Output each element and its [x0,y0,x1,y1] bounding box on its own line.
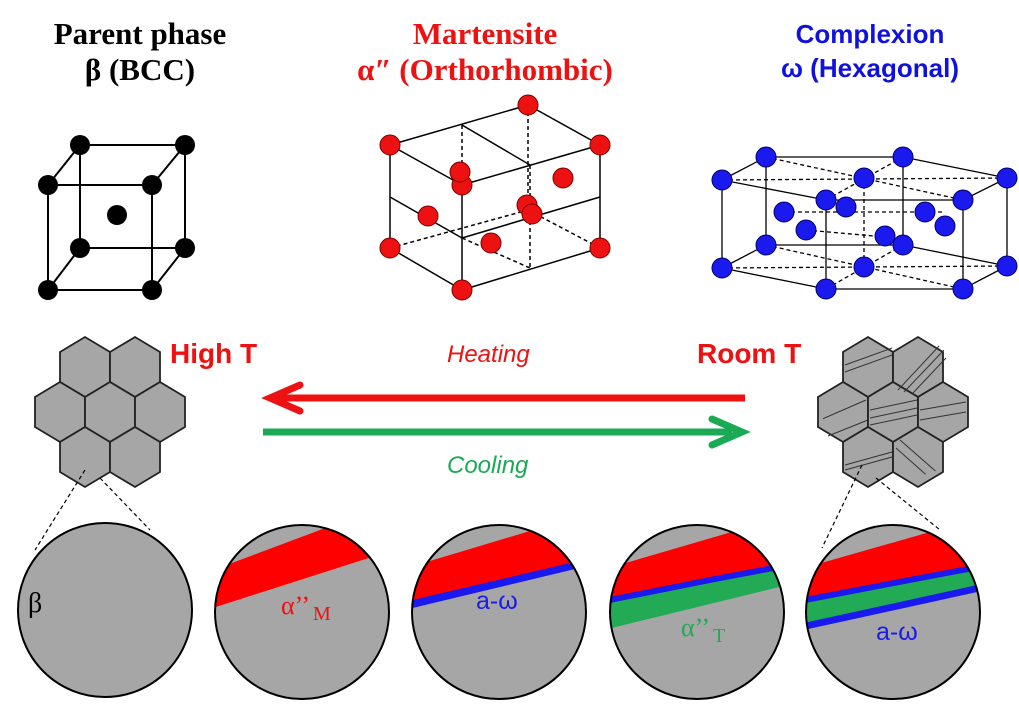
martensite-title: Martensite α″ (Orthorhombic) [330,16,640,88]
atom [552,167,574,189]
atom [175,238,195,258]
atom [711,257,733,279]
atom [175,135,195,155]
zoom-lines [34,464,941,551]
atom [795,219,817,241]
atom [107,205,127,225]
atom [952,278,974,300]
heating-label: Heating [447,341,530,368]
atom [996,167,1018,189]
heating-arrow [261,381,745,415]
atom [589,134,611,156]
orthorhombic-unit-cell [389,104,601,291]
alpha-m-sub: M [313,603,331,625]
orthorhombic-atoms [379,94,611,301]
a-omega-label-2: a-ω [876,618,918,646]
atom [815,278,837,300]
atom [835,196,857,218]
circle-beta [17,522,193,698]
martensite-line2: α″ (Orthorhombic) [357,52,613,87]
high-t-label: High T [170,338,258,369]
atom [449,161,471,183]
alpha-m-label: α’’M [281,591,331,625]
cooling-arrow [263,415,751,449]
atom [874,225,896,247]
parent-phase-line2: β (BCC) [84,52,196,87]
beta-label: β [28,588,42,619]
grains-left [34,335,186,489]
alpha-t-label: α’’T [681,613,725,647]
atom [952,189,974,211]
alpha-m-main: α’’ [281,591,310,620]
atom [38,280,58,300]
atom [815,189,837,211]
atom [853,256,875,278]
atom [755,146,777,168]
atom [892,234,914,256]
atom [996,255,1018,277]
atom [70,238,90,258]
alpha-t-sub: T [713,625,725,647]
atom [142,175,162,195]
circle-room-t [805,524,981,700]
complexion-line1: Complexion [795,19,945,49]
cooling-label: Cooling [447,452,529,479]
atom [934,215,956,237]
bcc-atoms [38,135,195,300]
atom [142,280,162,300]
atom [892,146,914,168]
atom [755,234,777,256]
atom [517,94,539,116]
grains-right [817,335,969,489]
atom [521,203,543,225]
atom [38,175,58,195]
a-omega-label-1: a-ω [476,587,518,615]
circle-omega [411,524,587,700]
martensite-line1: Martensite [412,16,558,51]
atom [379,237,401,259]
atom [773,201,795,223]
complexion-title: Complexion ω (Hexagonal) [750,17,990,85]
parent-phase-line1: Parent phase [53,16,227,51]
atom [589,237,611,259]
hexagonal-atoms [711,146,1018,300]
parent-phase-title: Parent phase β (BCC) [30,16,250,88]
alpha-t-main: α’’ [681,613,710,642]
atom [711,169,733,191]
atom [70,135,90,155]
atom [480,232,502,254]
atom [451,279,473,301]
atom [379,134,401,156]
atom [914,201,936,223]
complexion-line2: ω (Hexagonal) [781,53,959,83]
atom [417,205,439,227]
room-t-label: Room T [697,338,802,369]
circle-alpha-t [609,524,785,700]
atom [853,167,875,189]
